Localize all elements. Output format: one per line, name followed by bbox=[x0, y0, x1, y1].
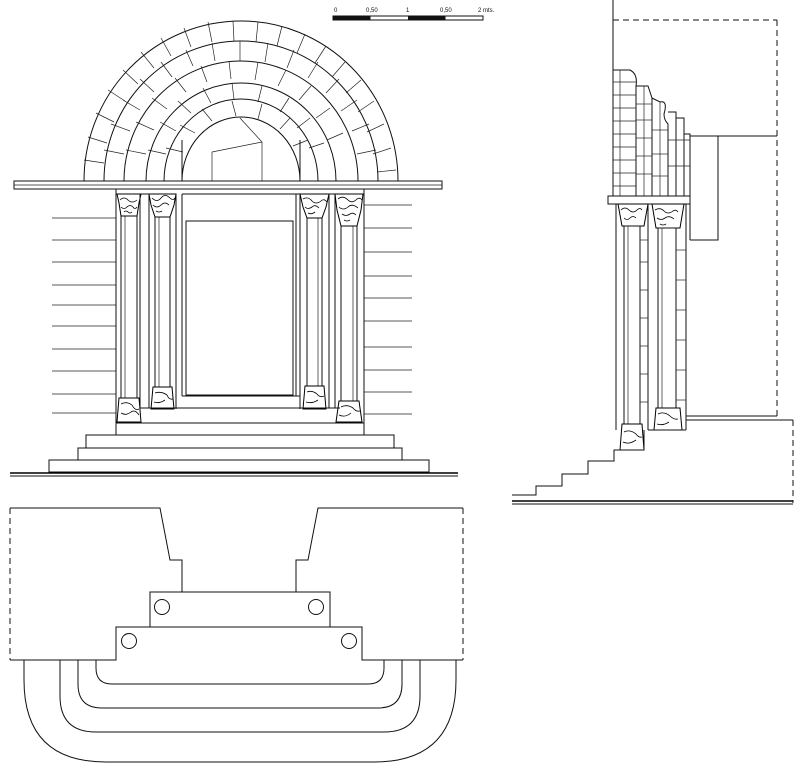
column-left-inner bbox=[148, 193, 177, 410]
scale-label-050b: 0,50 bbox=[440, 8, 452, 14]
impost-cornice bbox=[13, 180, 443, 192]
scale-label-2mts: 2 mts. bbox=[478, 8, 495, 14]
column-left-outer bbox=[116, 193, 142, 423]
archivolt-profile bbox=[612, 46, 777, 241]
wall-courses-left bbox=[52, 217, 116, 414]
column-right-inner bbox=[299, 193, 330, 410]
scale-label-050: 0,50 bbox=[366, 8, 378, 14]
wall-courses-right bbox=[364, 204, 412, 415]
door-opening bbox=[182, 193, 300, 397]
column-right-outer bbox=[334, 193, 364, 423]
side-section bbox=[512, 0, 794, 505]
scale-label-1: 1 bbox=[406, 8, 410, 14]
plan-column-4 bbox=[341, 633, 357, 649]
steps-front bbox=[10, 407, 458, 477]
scale-label-0: 0 bbox=[334, 8, 338, 14]
plan-column-1 bbox=[154, 599, 170, 615]
plan-steps bbox=[23, 660, 457, 763]
steps-section bbox=[512, 449, 793, 505]
scale-bar: 0 0,50 1 0,50 2 mts. bbox=[332, 8, 495, 21]
ground-plan bbox=[9, 507, 464, 763]
plan-column-2 bbox=[308, 599, 324, 615]
plan-column-3 bbox=[121, 633, 137, 649]
front-elevation bbox=[10, 20, 458, 477]
archivolts bbox=[83, 20, 399, 182]
